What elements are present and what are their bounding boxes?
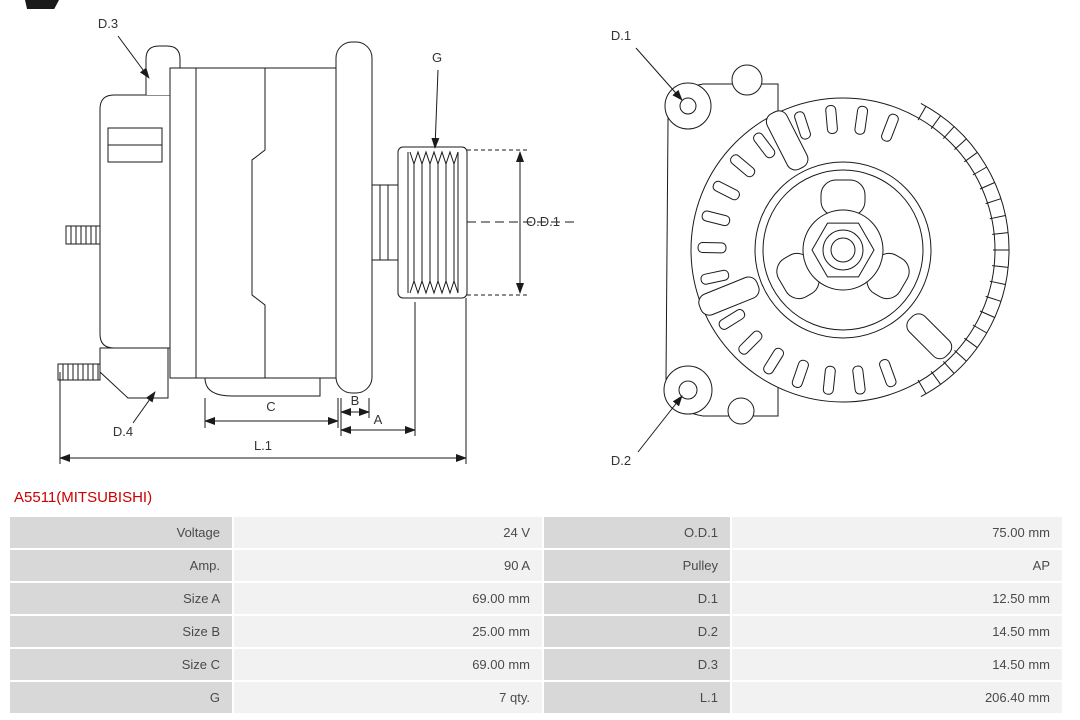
pulley-side	[397, 146, 468, 299]
spec-value: 206.40 mm	[732, 682, 1062, 713]
spec-label: Size A	[10, 583, 232, 614]
spec-table: Voltage 24 V O.D.1 75.00 mm Amp. 90 A Pu…	[10, 517, 1062, 713]
spec-label: L.1	[544, 682, 730, 713]
technical-drawing: D.3 G O.D.1 C B A L.1 D.4	[57, 16, 1010, 468]
housing-rib	[698, 276, 760, 316]
spec-label: Pulley	[544, 550, 730, 581]
spec-value: 75.00 mm	[732, 517, 1062, 548]
terminal-stud	[65, 225, 101, 245]
fin-outer-arc	[920, 102, 1010, 398]
upper-right-boss	[731, 64, 763, 96]
dimension-label-g: G	[432, 50, 442, 65]
dimension-label-d2: D.2	[611, 453, 631, 468]
brand-logo	[25, 0, 59, 9]
spec-label: Size C	[10, 649, 232, 680]
spec-label: Amp.	[10, 550, 232, 581]
shaft-spacer	[371, 184, 399, 261]
side-view-dimensions: D.3 G O.D.1 C B A L.1 D.4	[59, 16, 560, 464]
housing-rib	[906, 313, 953, 360]
spec-label: D.2	[544, 616, 730, 647]
spec-value: 69.00 mm	[234, 583, 542, 614]
spec-label: Size B	[10, 616, 232, 647]
spec-label: D.3	[544, 649, 730, 680]
cooling-fins	[917, 105, 1009, 395]
body-step-contour	[251, 68, 266, 378]
drive-end-bracket	[335, 41, 373, 394]
spec-value: 14.50 mm	[732, 649, 1062, 680]
spec-value: 12.50 mm	[732, 583, 1062, 614]
dimension-label-d3: D.3	[98, 16, 118, 31]
spec-value: AP	[732, 550, 1062, 581]
spec-value: 90 A	[234, 550, 542, 581]
dimension-label-od1: O.D.1	[526, 214, 560, 229]
spec-label: O.D.1	[544, 517, 730, 548]
upper-left-boss	[664, 82, 712, 130]
spec-value: 7 qty.	[234, 682, 542, 713]
alternator-side-view: D.3 G O.D.1 C B A L.1 D.4	[57, 16, 578, 464]
dimension-label-l1: L.1	[254, 438, 272, 453]
dimension-label-d4: D.4	[113, 424, 133, 439]
front-view-dimensions: D.1 D.2	[611, 28, 683, 468]
spec-label: G	[10, 682, 232, 713]
spec-value: 14.50 mm	[732, 616, 1062, 647]
housing-rib	[765, 110, 809, 171]
lower-lug	[99, 347, 169, 399]
dimension-label-b: B	[351, 393, 360, 408]
spec-value: 24 V	[234, 517, 542, 548]
lower-left-boss	[663, 365, 713, 415]
rear-housing	[99, 94, 171, 349]
spec-value: 25.00 mm	[234, 616, 542, 647]
dimension-label-d1: D.1	[611, 28, 631, 43]
vent-slots	[697, 104, 899, 395]
pulley-front	[754, 161, 932, 339]
dimension-label-a: A	[374, 412, 383, 427]
spec-label: D.1	[544, 583, 730, 614]
bottom-foot	[204, 377, 321, 397]
alternator-front-view: D.1 D.2	[611, 28, 1010, 468]
shaft-nut	[811, 222, 875, 278]
rear-vents	[107, 127, 163, 163]
lower-small-boss	[727, 397, 755, 425]
mounting-stud	[57, 363, 101, 381]
dimension-label-c: C	[266, 399, 275, 414]
spec-label: Voltage	[10, 517, 232, 548]
product-title: A5511(MITSUBISHI)	[14, 489, 153, 506]
spec-value: 69.00 mm	[234, 649, 542, 680]
stator-body	[169, 67, 339, 379]
